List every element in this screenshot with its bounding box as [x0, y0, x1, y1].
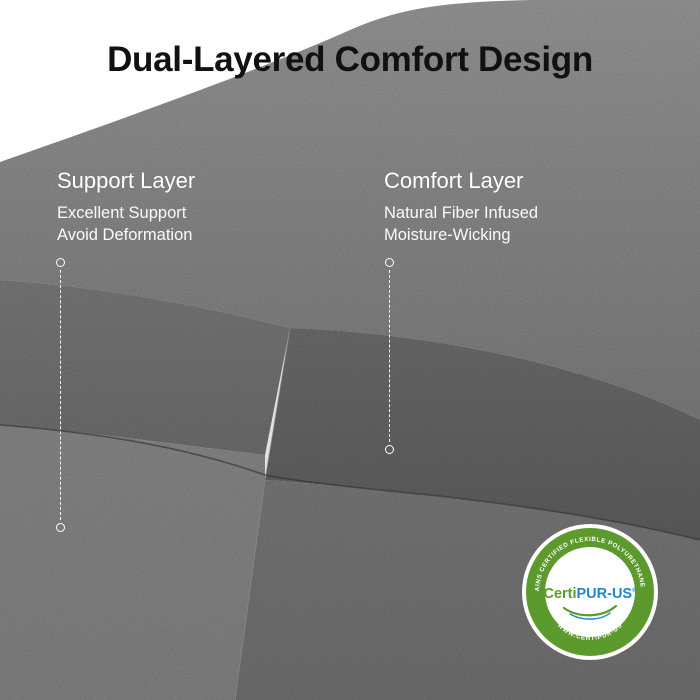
comfort-layer-callout: Comfort Layer Natural Fiber Infused Mois…	[384, 168, 538, 246]
certipur-us-seal-icon: CONTAINS CERTIFIED FLEXIBLE POLYURETHANE…	[520, 522, 658, 660]
marker-top-dot-icon	[56, 258, 65, 267]
comfort-layer-title: Comfort Layer	[384, 168, 524, 193]
marker-dashed-line	[389, 270, 390, 442]
marker-bottom-dot-icon	[385, 445, 394, 454]
badge-swoosh-blue	[569, 612, 611, 620]
comfort-layer-marker-icon	[384, 258, 396, 454]
support-layer-feature-1: Excellent Support	[57, 204, 187, 222]
support-layer-title: Support Layer	[57, 168, 196, 193]
support-layer-feature-2: Avoid Deformation	[57, 226, 193, 244]
badge-brand-suffix: PUR-US	[577, 586, 633, 602]
comfort-layer-feature-2: Moisture-Wicking	[384, 226, 511, 244]
support-layer-marker-icon	[55, 258, 67, 532]
page-title: Dual-Layered Comfort Design	[107, 40, 593, 79]
marker-dashed-line	[60, 270, 61, 520]
marker-top-dot-icon	[385, 258, 394, 267]
badge-brand-prefix: Certi	[543, 586, 576, 602]
marker-bottom-dot-icon	[56, 523, 65, 532]
badge-swoosh	[562, 604, 618, 617]
svg-text:CertiPUR-US®: CertiPUR-US®	[543, 586, 637, 602]
comfort-layer-feature-1: Natural Fiber Infused	[384, 204, 539, 222]
support-layer-callout: Support Layer Excellent Support Avoid De…	[57, 168, 195, 246]
badge-registered-mark: ®	[632, 587, 637, 594]
